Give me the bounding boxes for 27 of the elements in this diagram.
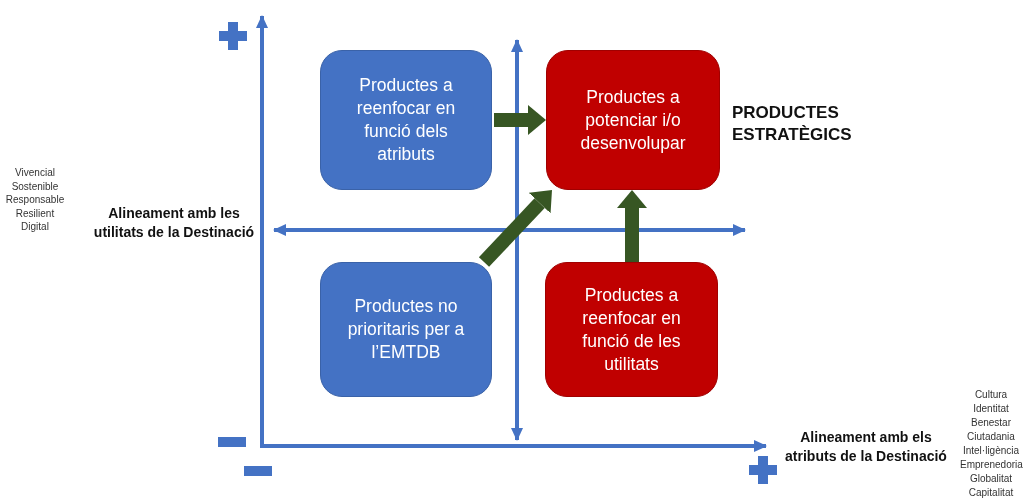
axis-attribute: Vivencial — [14, 166, 56, 180]
quadrant-box — [320, 262, 492, 397]
quadrant-box — [545, 262, 718, 397]
axis-attribute: Digital — [20, 220, 50, 234]
axis-attribute: Resilient — [14, 207, 56, 221]
axis-attribute: Cultura — [973, 388, 1009, 402]
arrow — [478, 190, 552, 267]
box-text: Productes a potenciar i/o desenvolupar — [579, 85, 687, 155]
box-text: Productes a reenfocar en funció dels atributs — [355, 74, 457, 166]
axis-attribute: Benestar — [970, 416, 1012, 430]
quadrant-box — [320, 50, 492, 190]
axis-title: Alineament amb els atributs de la Destinació — [784, 428, 948, 466]
axis-attribute: Globalitat — [968, 472, 1014, 486]
axis-attribute: Emprenedoria — [960, 458, 1022, 472]
quadrant-box — [546, 50, 720, 190]
arrow — [617, 190, 647, 262]
box-text: Productes no prioritaris per a l’EMTDB — [346, 295, 466, 364]
axis-attribute: Intel·ligència — [961, 444, 1021, 458]
axis-attribute: Responsable — [4, 193, 66, 207]
axis-attribute: Ciutadania — [966, 430, 1016, 444]
box-text: Productes a reenfocar en funció de les utilitats — [581, 283, 682, 376]
arrow — [494, 105, 546, 135]
axis-attribute: Identitat — [972, 402, 1010, 416]
axis-attribute: Sostenible — [10, 180, 60, 194]
axis-title: Alineament amb les utilitats de la Destinació — [92, 204, 256, 242]
axis-attribute: Capitalitat — [967, 486, 1015, 500]
quadrant-caption: PRODUCTES ESTRATÈGICS — [732, 102, 853, 146]
